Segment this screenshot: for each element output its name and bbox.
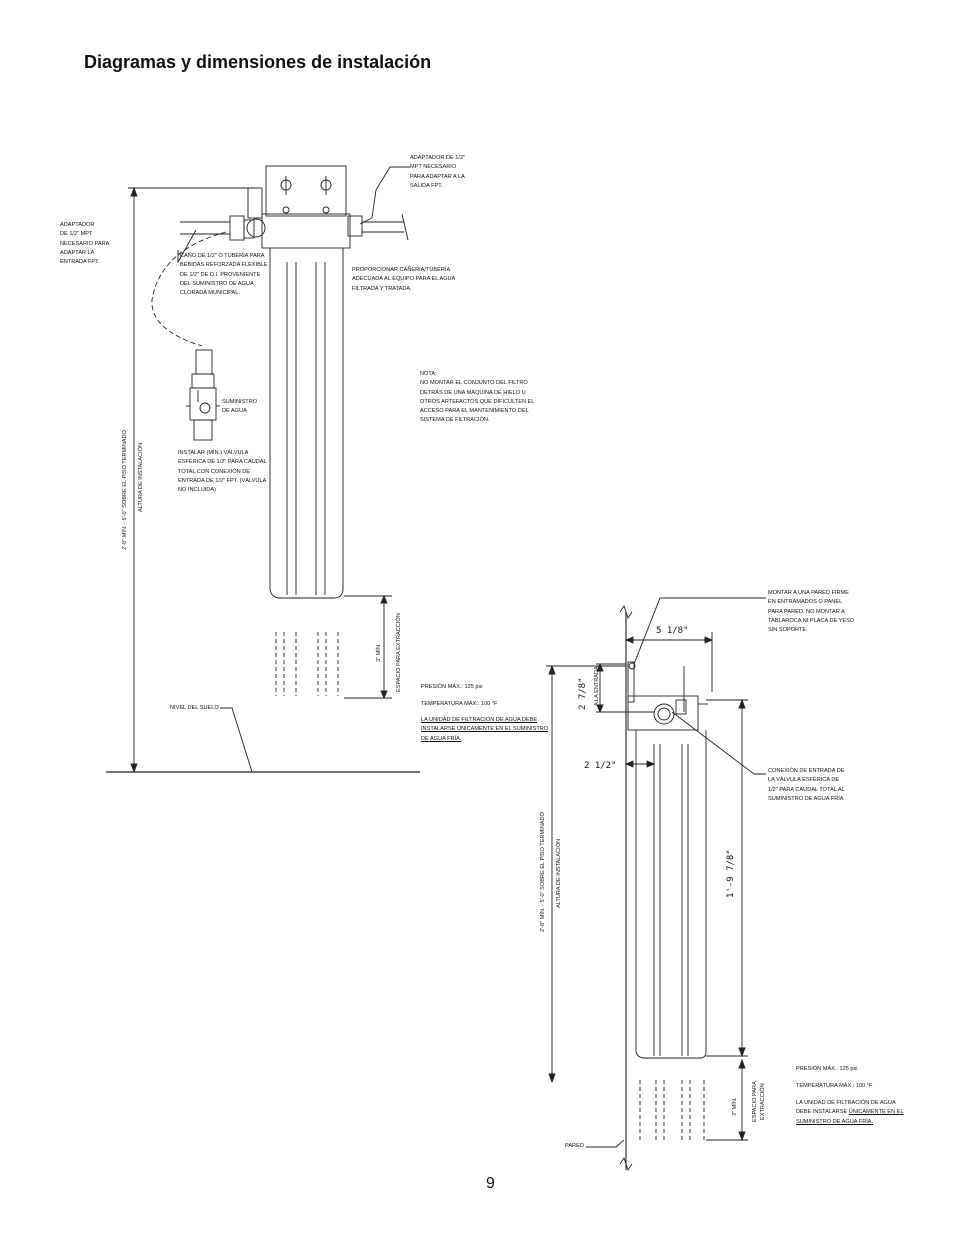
install-height-label: ALTURA DE INSTALACIÓN xyxy=(138,442,144,512)
inlet-adaptor-note: ADAPTADOR DE 1/2" MPT NECESARIO PARA ADA… xyxy=(60,222,110,266)
max-temperature: TEMPERATURA MÁX.: 100 °F xyxy=(421,701,498,707)
max-temperature-side: TEMPERATURA MÁX.: 100 °F xyxy=(796,1083,873,1089)
min-clearance-label: 3" MÍN. xyxy=(376,643,382,662)
extraction-label-line1: ESPACIO PARA xyxy=(752,1081,758,1122)
mounting-note: NOTA: NO MONTAR EL CONJUNTO DEL FILTRO D… xyxy=(420,371,535,424)
max-pressure: PRESIÓN MÁX.: 125 psi xyxy=(421,684,483,690)
cold-water-warning-side: LA UNIDAD DE FILTRACIÓN DE AGUA DEBE INS… xyxy=(796,1100,904,1125)
inlet-height-dimension: 2 7/8" xyxy=(578,677,588,710)
page-title: Diagramas y dimensiones de instalación xyxy=(84,52,432,72)
width-dimension: 5 1/8" xyxy=(656,626,689,636)
outlet-piping-note: PROPORCIONAR CAÑERÍA/TUBERÍA ADECUADA AL… xyxy=(352,267,456,292)
filter-housing xyxy=(269,248,344,599)
tubing-note: CAÑO DE 1/2" O TUBERÍA PARA BEBIDAS REFO… xyxy=(180,253,268,297)
extraction-label-line2: EXTRACCIÓN xyxy=(760,1083,766,1120)
filter-head-side xyxy=(627,695,699,731)
install-height-range-side: 2'-8" MÍN. - 5'-0" SOBRE EL PISO TERMINA… xyxy=(540,812,546,932)
offset-dimension: 2 1/2" xyxy=(584,761,617,771)
cold-water-warning: LA UNIDAD DE FILTRACIÓN DE AGUA DEBE INS… xyxy=(421,717,549,742)
wall-label: PARED xyxy=(565,1143,584,1149)
water-supply-label: SUMINISTRO DE AGUA xyxy=(222,399,258,415)
max-pressure-side: PRESIÓN MÁX.: 125 psi xyxy=(796,1066,858,1072)
filter-head xyxy=(261,213,351,249)
mounting-bracket xyxy=(265,165,347,217)
wall-mount-note: MONTAR A UNA PARED FIRME EN ENTRAMADOS O… xyxy=(768,590,855,634)
inlet-connection-note: CONEXIÓN DE ENTRADA DE LA VÁLVULA ESFÉRI… xyxy=(768,768,845,802)
right-filter-assembly xyxy=(546,597,766,1172)
outlet-adaptor-note: ADAPTADOR DE 1/2" MPT NECESARIO PARA ADA… xyxy=(410,155,466,189)
page-number: 9 xyxy=(486,1175,495,1192)
housing-height-dimension: 1'-9 7/8" xyxy=(726,849,736,898)
min-clearance-label-side: 3" MÍN. xyxy=(732,1097,738,1116)
valve-note: INSTALAR (MÍN.) VÁLVULA ESFÉRICA DE 1/2"… xyxy=(178,450,267,494)
floor-level-label: NIVEL DEL SUELO xyxy=(170,705,219,711)
left-filter-assembly xyxy=(106,165,420,774)
to-inlet-label: A LA ENTRADA xyxy=(594,666,600,706)
install-height-label-side: ALTURA DE INSTALACIÓN xyxy=(556,838,562,908)
install-height-range: 2'-8" MÍN. - 5'-0" SOBRE EL PISO TERMINA… xyxy=(122,430,128,550)
extraction-space-label: ESPACIO PARA EXTRACCIÓN xyxy=(396,613,402,692)
filter-housing-side xyxy=(635,730,707,1059)
